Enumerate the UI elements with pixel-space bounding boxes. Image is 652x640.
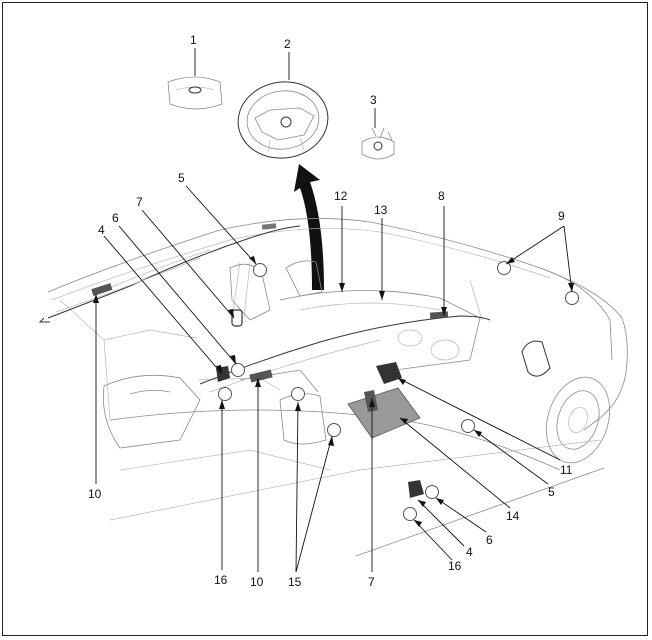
pressure-sensor-15b xyxy=(327,423,341,437)
front-impact-sensor-9b xyxy=(565,291,579,305)
front-impact-sensor-5b xyxy=(461,419,475,433)
callout-16-right: 16 xyxy=(448,559,462,573)
vehicle-body-outline xyxy=(47,218,628,557)
front-impact-sensor-5a xyxy=(253,263,267,277)
callout-labels: 1 2 3 5 7 6 4 12 13 8 9 10 16 10 15 7 14… xyxy=(88,33,573,589)
passenger-airbag-module xyxy=(376,362,402,384)
pressure-sensor-15a xyxy=(291,387,305,401)
callout-4-lower: 4 xyxy=(466,545,473,559)
callout-6-lower: 6 xyxy=(486,533,493,547)
seat-belt-pretensioner-front-detail xyxy=(408,480,424,498)
callout-15: 15 xyxy=(288,575,302,589)
callout-5-upper: 5 xyxy=(178,171,185,185)
callout-7-lower: 7 xyxy=(368,575,375,589)
callout-10-lower: 10 xyxy=(250,575,264,589)
side-sensor-16b xyxy=(403,507,417,521)
callout-2: 2 xyxy=(284,37,291,51)
callout-4-upper: 4 xyxy=(98,223,105,237)
leader-lines xyxy=(93,48,574,573)
clock-spring-illustration xyxy=(361,127,395,160)
callout-10-left: 10 xyxy=(88,487,102,501)
side-sensor-16a xyxy=(218,387,232,401)
callout-12: 12 xyxy=(334,189,348,203)
curtain-airbag-right xyxy=(199,311,491,393)
callout-13: 13 xyxy=(374,203,388,217)
front-impact-sensor-9a xyxy=(497,261,511,275)
srs-control-module xyxy=(347,387,421,439)
curtain-airbag-left xyxy=(38,223,301,323)
callout-6-upper: 6 xyxy=(112,211,119,225)
callout-1: 1 xyxy=(190,33,197,47)
callout-3: 3 xyxy=(370,93,377,107)
callout-9: 9 xyxy=(558,209,565,223)
callout-8: 8 xyxy=(438,189,445,203)
sensor-markers xyxy=(218,261,579,521)
steering-wheel-illustration xyxy=(237,81,329,159)
side-sensor-6b xyxy=(425,485,439,499)
removal-arrow xyxy=(294,164,324,290)
callout-11: 11 xyxy=(560,463,573,477)
driver-airbag-module-illustration xyxy=(167,76,223,110)
seat-side-airbag-front xyxy=(231,309,243,327)
side-sensor-6a xyxy=(231,363,245,377)
callout-14: 14 xyxy=(506,509,520,523)
callout-16-lower: 16 xyxy=(214,573,228,587)
callout-5-lower: 5 xyxy=(548,485,555,499)
callout-7-upper: 7 xyxy=(136,195,143,209)
